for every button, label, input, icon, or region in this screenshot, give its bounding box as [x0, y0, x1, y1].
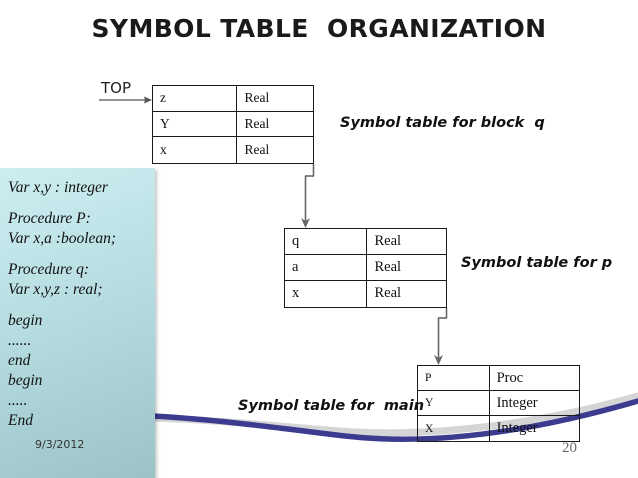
table-row: P Proc — [418, 366, 579, 392]
slide-timestamp: 9/3/2012 — [35, 438, 85, 451]
caption-block-q: Symbol table for block q — [340, 115, 545, 131]
code-spacer — [8, 249, 155, 260]
table-row: X Integer — [418, 416, 579, 442]
symbol-table-block-q: z Real Y Real x Real — [152, 85, 314, 164]
code-line: begin — [8, 312, 43, 329]
code-spacer — [8, 198, 155, 209]
symbol-type-cell: Real — [244, 115, 270, 131]
code-line: end — [8, 352, 31, 369]
top-pointer-label: TOP — [101, 79, 132, 97]
symbol-table-main: P Proc Y Integer X Integer — [417, 365, 580, 442]
symbol-name-cell: a — [285, 254, 368, 280]
code-line: begin — [8, 372, 43, 389]
symbol-name-cell: Y — [418, 391, 490, 416]
code-spacer — [8, 300, 155, 311]
code-line: Var x,y,z : real; — [8, 281, 103, 298]
symbol-type-cell: Real — [374, 232, 402, 249]
code-line: Procedure P: — [8, 210, 91, 227]
connector-p-to-main-icon — [434, 308, 448, 365]
caption-p: Symbol table for p — [461, 255, 613, 271]
symbol-table-p: q Real a Real x Real — [284, 228, 447, 308]
pseudocode-panel: Var x,y : integer Procedure P: Var x,a :… — [0, 168, 155, 478]
table-row: x Real — [285, 280, 446, 307]
symbol-type-cell: Proc — [496, 369, 524, 386]
symbol-name-cell: x — [285, 280, 368, 307]
symbol-name-cell: Y — [153, 111, 238, 137]
table-row: z Real — [153, 86, 313, 112]
symbol-type-cell: Real — [244, 90, 270, 106]
symbol-type-cell: Real — [374, 285, 402, 302]
code-line: ..... — [8, 392, 28, 409]
code-line: Procedure q: — [8, 261, 90, 278]
top-arrow-icon — [99, 96, 152, 104]
symbol-type-cell: Real — [374, 258, 402, 275]
table-row: a Real — [285, 254, 446, 281]
page-number: 20 — [562, 440, 577, 456]
table-row: Y Integer — [418, 391, 579, 417]
connector-q-to-p-icon — [301, 164, 315, 228]
code-line: ...... — [8, 332, 32, 349]
table-row: Y Real — [153, 111, 313, 138]
code-line: Var x,a :boolean; — [8, 230, 117, 247]
symbol-name-cell: X — [418, 416, 490, 442]
code-line: End — [8, 412, 33, 429]
symbol-name-cell: P — [418, 366, 490, 391]
symbol-name-cell: z — [153, 86, 238, 111]
code-line: Var x,y : integer — [8, 179, 108, 196]
symbol-type-cell: Integer — [496, 394, 538, 411]
caption-main: Symbol table for main — [238, 398, 425, 414]
symbol-name-cell: q — [285, 229, 368, 254]
symbol-name-cell: x — [153, 137, 238, 163]
table-row: q Real — [285, 229, 446, 255]
table-row: x Real — [153, 137, 313, 163]
symbol-type-cell: Integer — [496, 420, 538, 437]
page-title: SYMBOL TABLE ORGANIZATION — [91, 14, 547, 43]
symbol-type-cell: Real — [244, 141, 270, 157]
